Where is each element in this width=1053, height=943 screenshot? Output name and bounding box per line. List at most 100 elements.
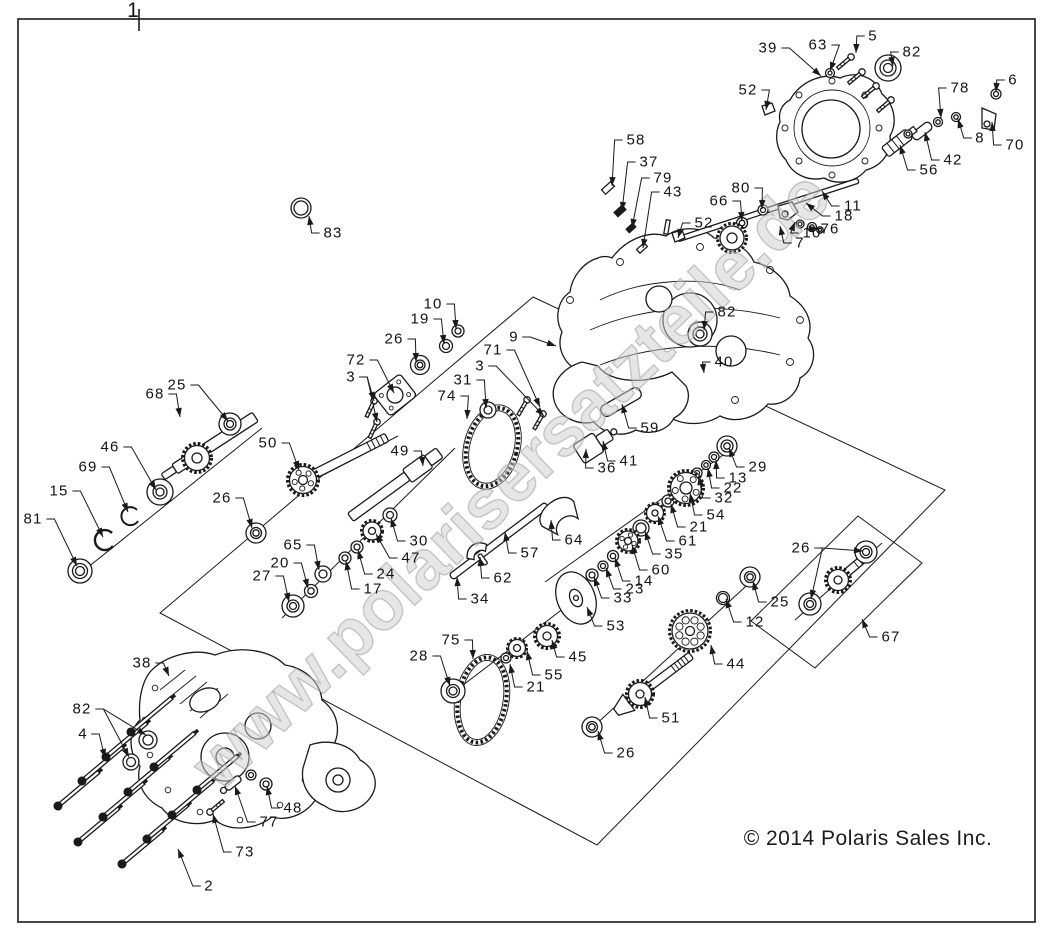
svg-text:43: 43 <box>663 184 682 201</box>
callout-35: 35 <box>644 530 683 563</box>
case-bolt <box>98 778 149 822</box>
svg-text:78: 78 <box>950 80 969 97</box>
svg-text:41: 41 <box>619 453 638 470</box>
snap-ring-15 <box>93 528 114 552</box>
callout-47: 47 <box>375 533 420 567</box>
washer <box>882 62 894 74</box>
case-bolt <box>149 728 200 772</box>
gear <box>533 622 561 650</box>
cover-bolt-holes <box>781 77 883 179</box>
figure-number: 1 <box>127 0 139 22</box>
callout-61: 61 <box>657 515 696 550</box>
case-bolt <box>167 776 218 820</box>
callout-46: 46 <box>100 439 157 491</box>
callout-30: 30 <box>390 517 427 550</box>
callout-10: 10 <box>423 296 459 330</box>
gear-position-switch <box>573 428 618 464</box>
svg-text:36: 36 <box>597 460 616 477</box>
svg-text:26: 26 <box>791 540 810 557</box>
svg-text:62: 62 <box>493 570 512 587</box>
svg-text:80: 80 <box>731 180 750 197</box>
svg-text:2: 2 <box>204 878 214 895</box>
svg-text:26: 26 <box>212 490 231 507</box>
callout-26: 26 <box>597 730 634 762</box>
hardware-layer <box>53 53 1002 869</box>
callout-14: 14 <box>614 557 653 590</box>
callout-21: 21 <box>508 663 544 696</box>
mounting-flange <box>373 374 417 416</box>
svg-text:81: 81 <box>23 511 42 528</box>
callout-40: 40 <box>699 354 732 374</box>
output-shaft <box>612 652 694 716</box>
callout-19: 19 <box>410 311 447 345</box>
svg-text:11: 11 <box>844 198 862 215</box>
gear <box>644 502 666 524</box>
callout-41: 41 <box>601 440 638 470</box>
callout-79: 79 <box>630 170 671 229</box>
callout-73: 73 <box>212 813 254 861</box>
callout-51: 51 <box>643 696 679 727</box>
svg-text:82: 82 <box>902 44 921 61</box>
callout-74: 74 <box>437 388 471 420</box>
svg-text:27: 27 <box>252 568 271 585</box>
svg-text:22: 22 <box>723 480 742 497</box>
callout-57: 57 <box>503 531 538 562</box>
svg-text:12: 12 <box>745 614 764 631</box>
svg-text:76: 76 <box>820 221 839 238</box>
callout-21: 21 <box>670 503 707 536</box>
svg-text:7: 7 <box>795 235 805 252</box>
callout-49: 49 <box>390 443 426 467</box>
callout-82: 82 <box>72 701 147 758</box>
callout-70: 70 <box>989 121 1023 154</box>
svg-text:73: 73 <box>235 844 254 861</box>
svg-text:25: 25 <box>167 377 186 394</box>
callout-34: 34 <box>454 576 488 608</box>
svg-text:46: 46 <box>100 439 119 456</box>
callout-4: 4 <box>78 726 106 759</box>
callout-28: 28 <box>409 648 451 687</box>
svg-text:63: 63 <box>808 37 827 54</box>
svg-text:67: 67 <box>881 629 900 646</box>
callout-15: 15 <box>49 483 104 538</box>
svg-text:59: 59 <box>640 420 659 437</box>
svg-text:10: 10 <box>423 296 442 313</box>
svg-text:66: 66 <box>709 193 728 210</box>
callout-68: 68 <box>145 386 182 418</box>
callout-22: 22 <box>706 467 742 497</box>
gear <box>181 442 213 474</box>
callout-29: 29 <box>728 447 766 476</box>
gear <box>668 609 712 653</box>
callout-76: 76 <box>808 221 839 238</box>
callout-48: 48 <box>265 785 302 817</box>
callout-53: 53 <box>586 606 624 635</box>
washer <box>225 419 235 429</box>
screw <box>875 96 895 114</box>
svg-text:14: 14 <box>634 573 653 590</box>
svg-text:38: 38 <box>132 655 151 672</box>
callout-2: 2 <box>177 848 214 895</box>
svg-text:71: 71 <box>483 342 502 359</box>
svg-text:48: 48 <box>283 800 302 817</box>
callout-64: 64 <box>548 519 582 549</box>
svg-text:35: 35 <box>664 546 683 563</box>
svg-text:47: 47 <box>401 550 420 567</box>
front-output-cover <box>130 649 376 829</box>
svg-text:3: 3 <box>475 358 485 375</box>
svg-text:32: 32 <box>714 490 733 507</box>
callout-39: 39 <box>758 40 822 77</box>
svg-text:74: 74 <box>437 388 456 405</box>
svg-text:9: 9 <box>509 329 519 346</box>
washer <box>252 529 260 537</box>
washer <box>723 442 731 450</box>
shift-bellcrank <box>777 201 799 221</box>
callout-42: 42 <box>923 131 961 169</box>
svg-text:31: 31 <box>453 372 472 389</box>
thrust-disc <box>555 571 597 625</box>
svg-text:83: 83 <box>323 225 342 242</box>
washer <box>805 599 815 609</box>
screw <box>860 82 880 100</box>
callout-18: 18 <box>805 202 852 225</box>
gear <box>667 469 705 507</box>
callout-7: 7 <box>778 225 805 252</box>
